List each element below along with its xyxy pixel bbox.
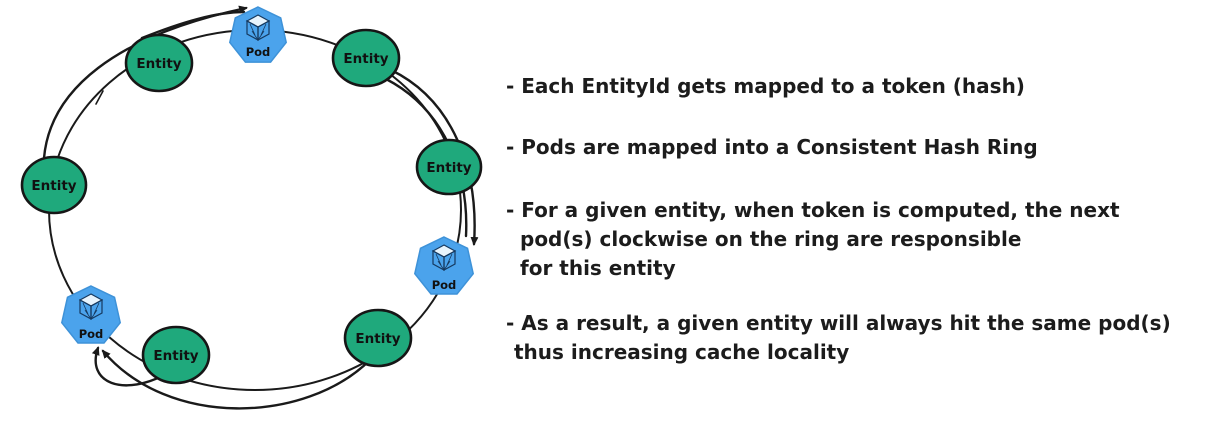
note-line: - As a result, a given entity will alway… (506, 311, 1171, 335)
entity-label: Entity (153, 348, 198, 364)
note-line: - Pods are mapped into a Consistent Hash… (506, 135, 1038, 159)
note-bullet-3: - For a given entity, when token is comp… (506, 196, 1214, 283)
entity-node-bottom-left: Entity (141, 325, 211, 385)
pod-label: Pod (432, 278, 457, 292)
kubernetes-cube-icon (431, 244, 457, 272)
note-bullet-4: - As a result, a given entity will alway… (506, 309, 1214, 367)
hash-ring-diagram: Pod Entity Entity Pod Entity (20, 5, 483, 410)
arrow-entity-bottom-left-to-pod-left (91, 346, 172, 387)
kubernetes-cube-icon (245, 14, 271, 42)
pod-node-top: Pod (228, 6, 288, 63)
note-line: - For a given entity, when token is comp… (506, 198, 1120, 222)
note-line: thus increasing cache locality (514, 340, 850, 364)
entity-node-top-right: Entity (331, 28, 401, 88)
entity-node-left: Entity (20, 155, 88, 215)
entity-label: Entity (343, 51, 388, 67)
entity-node-top-left: Entity (124, 33, 194, 93)
entity-label: Entity (31, 178, 76, 194)
note-line: pod(s) clockwise on the ring are respons… (520, 227, 1022, 251)
entity-node-bottom-right: Entity (343, 308, 413, 368)
note-bullet-1: - Each EntityId gets mapped to a token (… (506, 72, 1214, 101)
note-line: for this entity (520, 256, 676, 280)
entity-label: Entity (136, 56, 181, 72)
pod-node-left: Pod (60, 285, 122, 344)
pod-label: Pod (246, 45, 271, 59)
pod-node-right: Pod (413, 236, 475, 295)
arrow-entity-bottom-right-to-pod-left (101, 349, 372, 410)
kubernetes-cube-icon (78, 293, 104, 321)
note-line: - Each EntityId gets mapped to a token (… (506, 74, 1025, 98)
note-bullet-2: - Pods are mapped into a Consistent Hash… (506, 133, 1214, 162)
entity-label: Entity (426, 160, 471, 176)
arrow-stray-tick (95, 90, 104, 105)
arrow-entity-left-to-pod-top-restroke (140, 10, 246, 40)
notes-panel: - Each EntityId gets mapped to a token (… (506, 0, 1214, 367)
entity-node-right: Entity (415, 138, 483, 196)
arrow-entity-left-to-pod-top (42, 5, 248, 160)
entity-label: Entity (355, 331, 400, 347)
pod-label: Pod (79, 327, 104, 341)
